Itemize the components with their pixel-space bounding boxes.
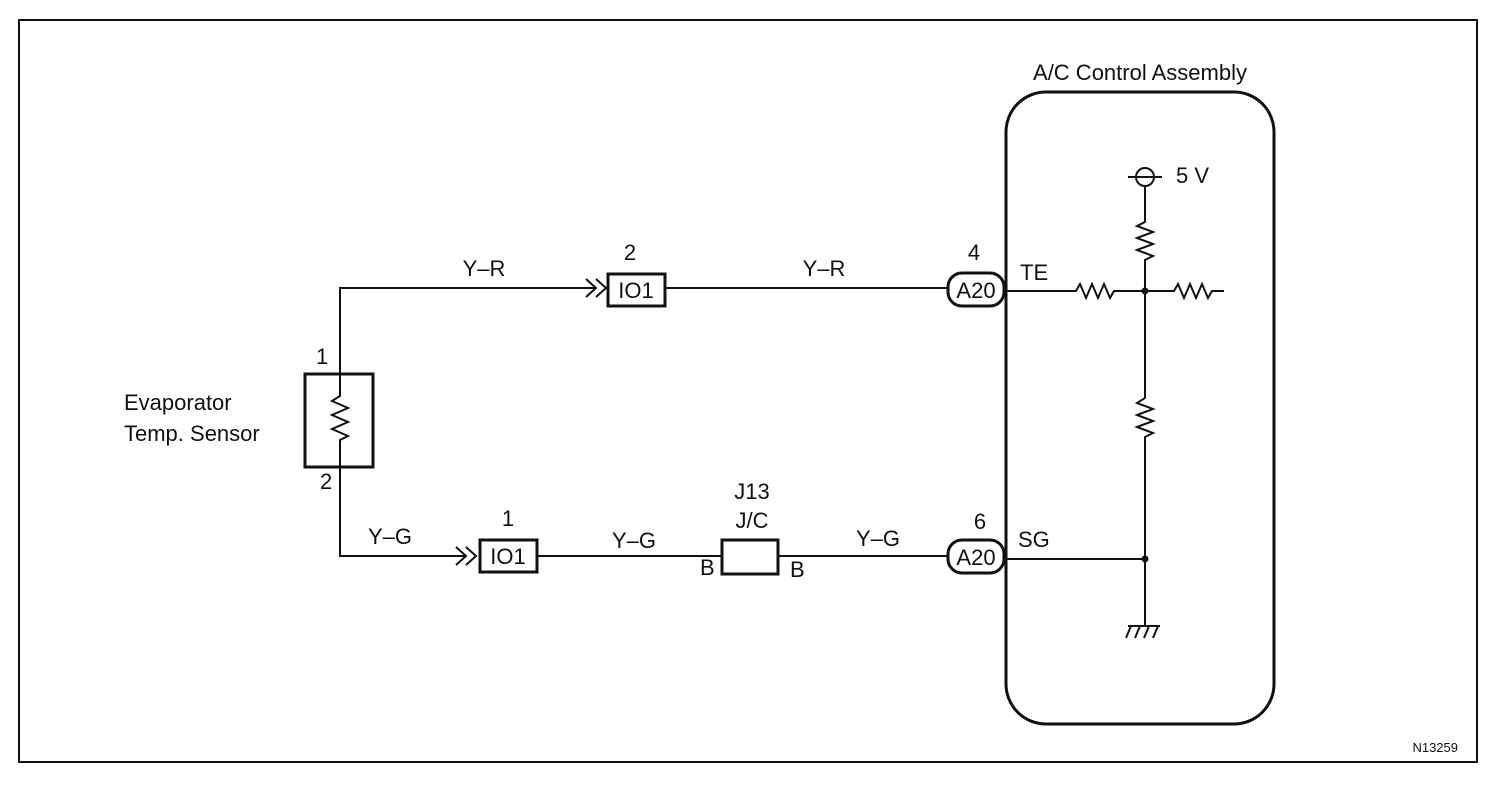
connector-a20-upper-box (946, 271, 1006, 308)
wire-upper-label-1: Y–R (463, 256, 506, 281)
sensor-pin-top: 1 (316, 344, 328, 369)
ac-control-assembly-box (1004, 90, 1276, 726)
pulldown-resistor (1134, 291, 1156, 559)
diagram-frame (18, 19, 1478, 763)
terminal-te: TE (1020, 260, 1048, 285)
connector-arrow-upper (585, 278, 608, 298)
sensor-label-line2: Temp. Sensor (124, 421, 260, 446)
sensor-label-line1: Evaporator (124, 390, 232, 415)
wire-lower-label-3: Y–G (856, 526, 900, 551)
connector-io1-lower-label: IO1 (490, 544, 525, 569)
wire-lower-segment-1 (339, 467, 466, 557)
sensor-resistor (329, 374, 351, 467)
connector-a20-upper-label: A20 (956, 278, 995, 303)
junction-j13-box (720, 538, 780, 576)
junction-pin-left: B (700, 555, 715, 580)
connector-a20-lower-box (946, 538, 1006, 575)
supply-voltage-label: 5 V (1176, 163, 1209, 188)
connector-arrow-lower (455, 546, 478, 566)
ground-symbol (1125, 559, 1160, 639)
wire-lower-label-1: Y–G (368, 524, 412, 549)
wire-upper-segment-1 (339, 287, 596, 374)
connector-io1-upper-box (606, 272, 667, 308)
connector-a20-upper-pin: 4 (968, 240, 980, 265)
wire-upper-label-2: Y–R (803, 256, 846, 281)
connector-a20-lower-label: A20 (956, 545, 995, 570)
figure-id: N13259 (1412, 740, 1458, 755)
connector-a20-lower-pin: 6 (974, 509, 986, 534)
junction-sub: J/C (736, 508, 769, 533)
junction-pin-right: B (790, 557, 805, 582)
terminal-sg: SG (1018, 527, 1050, 552)
connector-io1-lower-pin: 1 (502, 506, 514, 531)
connector-io1-upper-label: IO1 (618, 278, 653, 303)
sensor-pin-bottom: 2 (320, 469, 332, 494)
connector-io1-upper-pin: 2 (624, 240, 636, 265)
assembly-title: A/C Control Assembly (1033, 60, 1247, 85)
pullup-resistor (1134, 186, 1156, 291)
te-series-resistor (1004, 281, 1145, 301)
wire-lower-label-2: Y–G (612, 528, 656, 553)
junction-name: J13 (734, 479, 769, 504)
te-right-resistor (1145, 281, 1224, 301)
